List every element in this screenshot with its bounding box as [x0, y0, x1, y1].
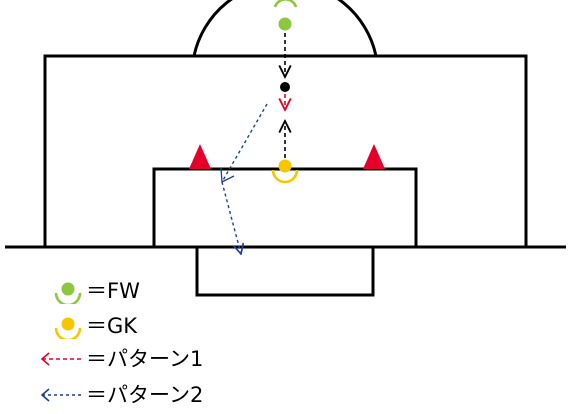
ball-icon [280, 82, 290, 92]
pattern2-bend-arrowhead [220, 167, 235, 184]
cone-left [189, 144, 211, 169]
legend-gk-label: ＝GK [86, 314, 138, 338]
cone-right [363, 144, 385, 169]
red-dashed-arrow-icon [40, 352, 84, 366]
penalty-arc [192, 0, 378, 57]
legend-pattern2-label: ＝パターン2 [86, 383, 204, 407]
legend-fw: ＝FW [38, 278, 140, 304]
goal-frame [195, 247, 375, 297]
gk-player-icon [271, 159, 299, 184]
legend-gk: ＝GK [38, 313, 137, 339]
legend-pattern1-label: ＝パターン1 [86, 347, 204, 371]
fw-legend-icon [54, 282, 82, 304]
legend-pattern1: ＝パターン1 [38, 346, 203, 372]
blue-dashed-arrow-icon [40, 388, 84, 402]
fw-player-icon [273, 0, 298, 31]
gk-legend-icon [54, 317, 82, 339]
legend-pattern2: ＝パターン2 [38, 382, 203, 408]
legend-fw-label: ＝FW [86, 279, 140, 303]
